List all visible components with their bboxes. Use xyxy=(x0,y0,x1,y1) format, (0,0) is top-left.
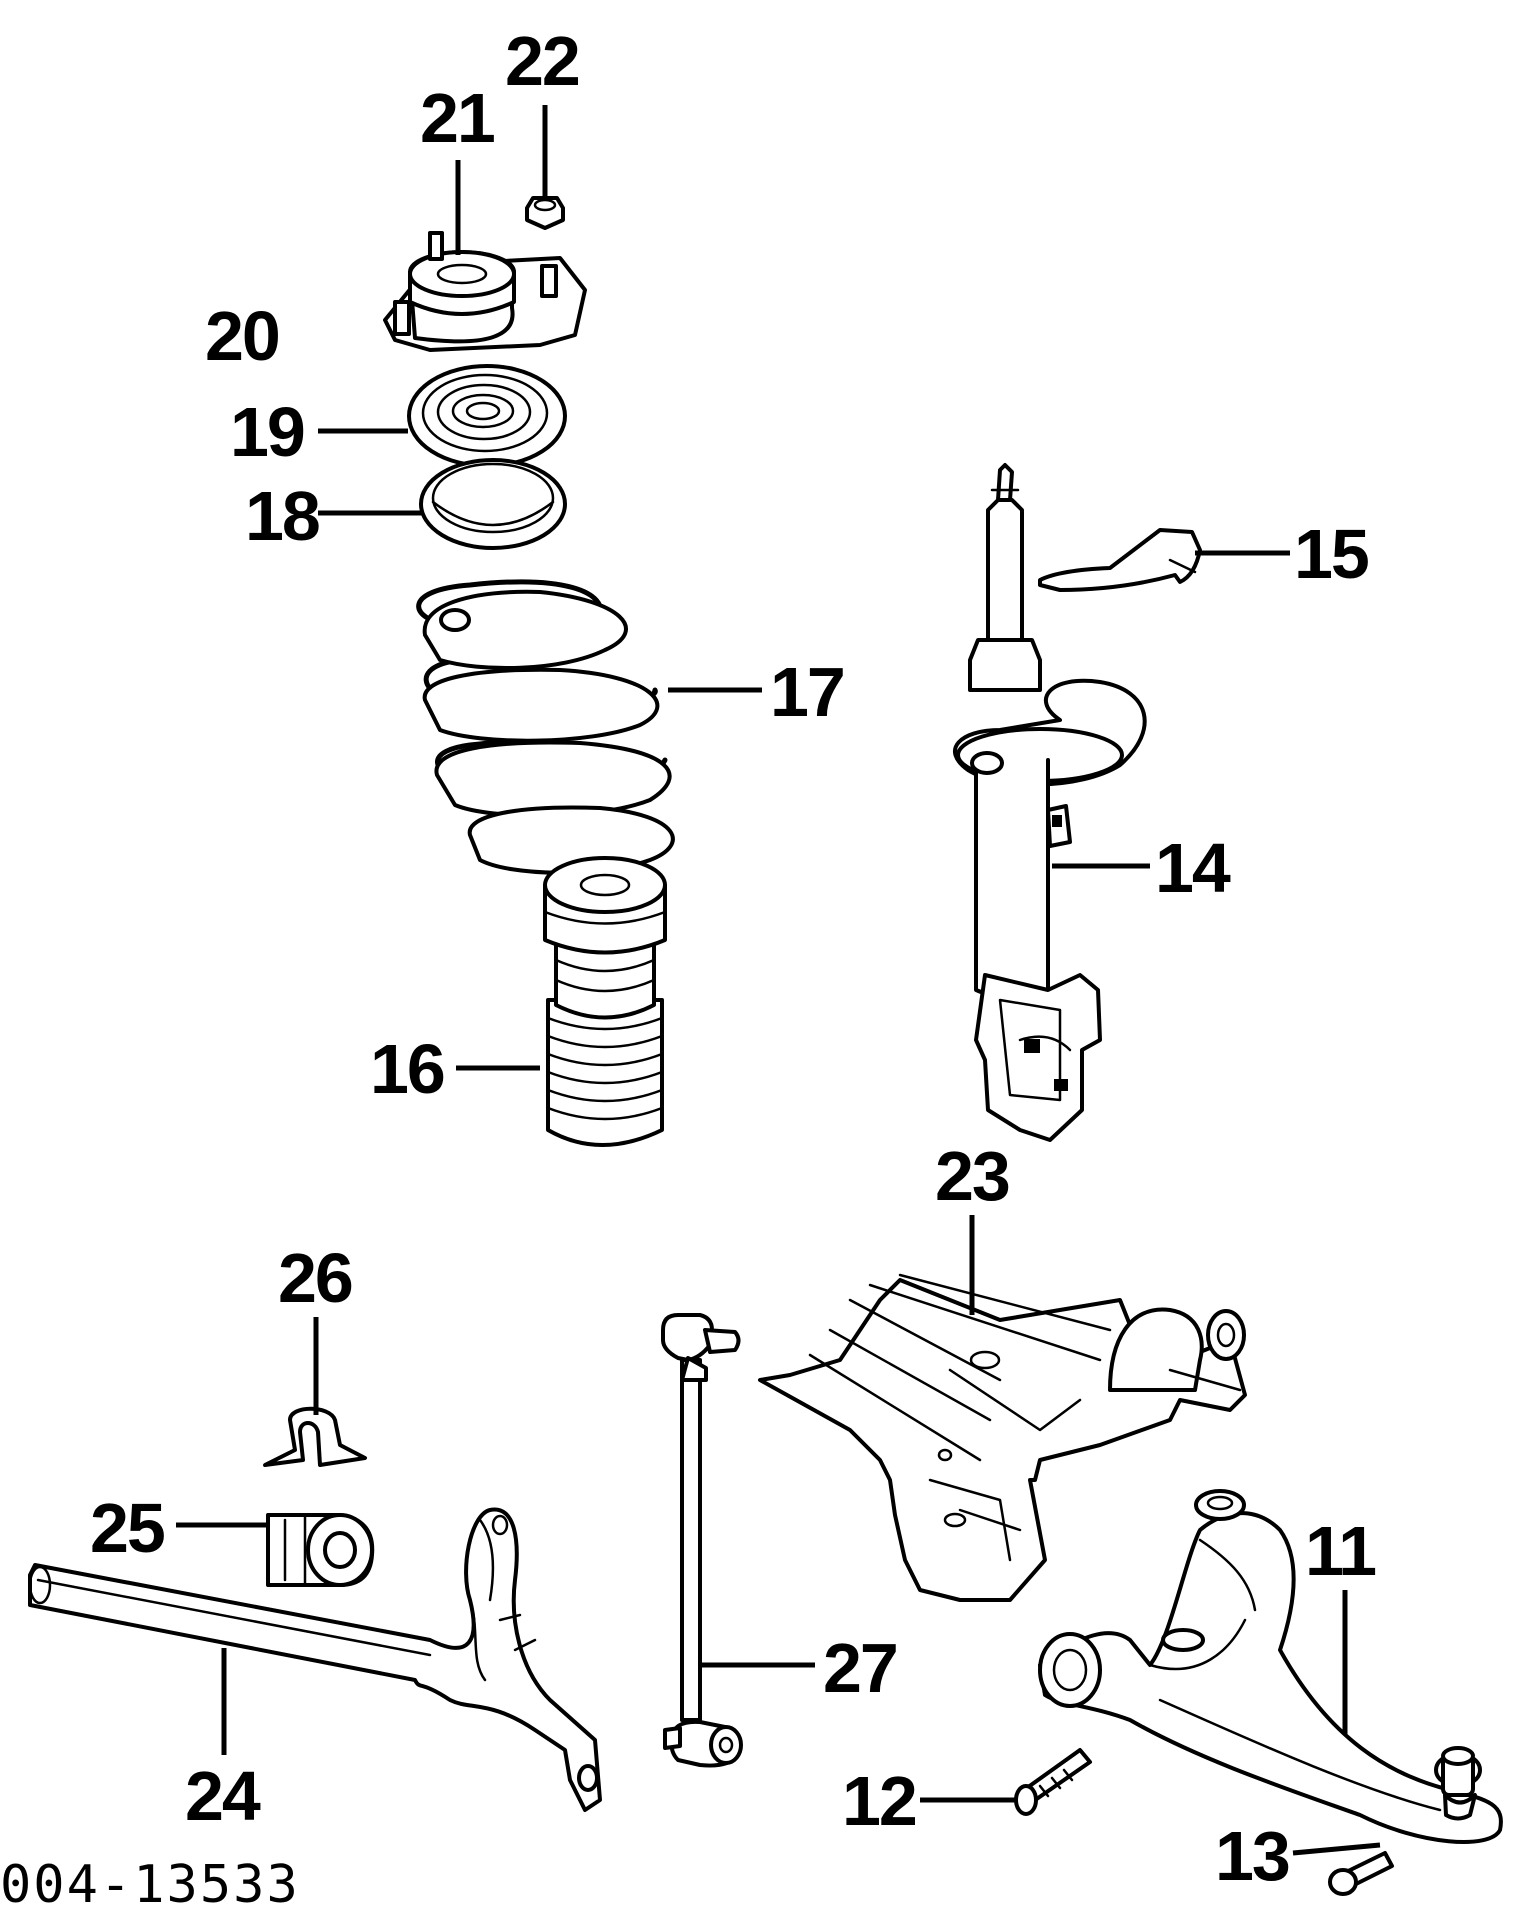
part-19-upper-isolator xyxy=(318,364,567,468)
callout-20: 20 xyxy=(205,297,279,375)
callout-11: 11 xyxy=(1305,1512,1375,1590)
callout-17: 17 xyxy=(770,653,844,731)
part-14-strut-assembly xyxy=(953,463,1150,1142)
part-16-dust-boot xyxy=(456,856,667,1147)
part-20-21-strut-mount xyxy=(383,160,587,352)
callout-26: 26 xyxy=(278,1239,352,1317)
callout-19: 19 xyxy=(230,393,304,471)
part-22-nut xyxy=(525,105,565,230)
callout-18: 18 xyxy=(245,477,319,555)
part-23-crossmember xyxy=(758,1215,1247,1602)
callout-24: 24 xyxy=(185,1757,261,1835)
callout-14: 14 xyxy=(1155,829,1231,907)
callout-22: 22 xyxy=(505,22,579,100)
callout-16: 16 xyxy=(370,1030,444,1108)
part-26-bushing-clamp xyxy=(263,1317,367,1467)
callout-21: 21 xyxy=(420,79,494,157)
part-15-clip xyxy=(1038,528,1290,592)
part-24-stabilizer-bar xyxy=(28,1507,602,1812)
callout-27: 27 xyxy=(823,1629,897,1707)
part-18-spring-seat xyxy=(318,458,567,550)
callout-23: 23 xyxy=(935,1137,1009,1215)
part-25-bushing xyxy=(176,1513,375,1587)
callout-25: 25 xyxy=(90,1489,164,1567)
part-12-bolt xyxy=(920,1748,1092,1816)
callout-15: 15 xyxy=(1294,515,1368,593)
part-27-stabilizer-link xyxy=(661,1313,815,1768)
reference-code: 004-13533 xyxy=(0,1855,300,1915)
callout-13: 13 xyxy=(1215,1817,1289,1895)
callout-12: 12 xyxy=(842,1762,916,1840)
part-17-coil-spring xyxy=(416,579,762,875)
part-11-lower-control-arm xyxy=(1038,1489,1503,1844)
part-13-bolt xyxy=(1292,1842,1394,1896)
